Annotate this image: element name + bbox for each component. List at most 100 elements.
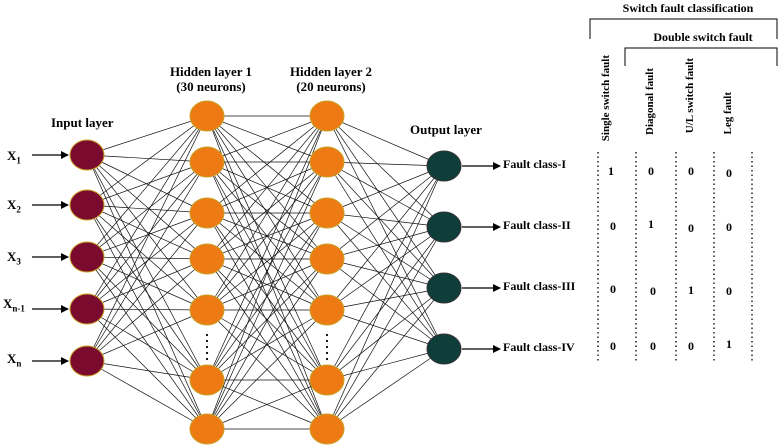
- connection-line: [206, 115, 328, 381]
- table-cell: 1: [688, 283, 694, 297]
- column-header-diagonal-fault: Diagonal fault: [644, 68, 656, 135]
- connection-line: [86, 161, 208, 258]
- output-neuron: [426, 333, 462, 365]
- table-cell: 0: [688, 221, 694, 235]
- table-cell: 1: [726, 337, 732, 351]
- connection-line: [86, 154, 208, 214]
- connection-line: [86, 360, 208, 381]
- connections: [86, 115, 445, 430]
- connection-line: [326, 309, 445, 350]
- hidden-layer-2-title: Hidden layer 2: [289, 64, 373, 79]
- ellipsis-dot: [325, 351, 329, 355]
- connection-line: [86, 258, 208, 362]
- connection-line: [326, 348, 445, 430]
- connection-line: [206, 309, 328, 381]
- connection-line: [86, 204, 208, 430]
- connection-line: [86, 154, 208, 311]
- connection-line: [326, 165, 445, 214]
- column-header-leg-fault: Leg fault: [722, 92, 734, 135]
- connection-line: [326, 115, 445, 228]
- hidden1-neuron: [189, 364, 225, 396]
- ellipsis-dot: [205, 345, 209, 349]
- input-label-xn-1: Xn-1: [3, 296, 25, 314]
- ellipsis-dot: [205, 333, 209, 337]
- connection-line: [206, 115, 328, 260]
- table-cell: 0: [610, 219, 616, 233]
- ellipsis-dot: [325, 339, 329, 343]
- connection-line: [206, 309, 328, 430]
- connection-line: [326, 165, 445, 430]
- table-subtitle-bracket: [624, 47, 778, 66]
- table-cell: 0: [726, 284, 732, 298]
- table-cell: 1: [648, 217, 654, 231]
- connection-line: [206, 161, 328, 381]
- connection-line: [86, 115, 208, 362]
- connection-line: [206, 212, 328, 430]
- hidden2-neuron: [309, 197, 345, 229]
- connection-line: [206, 161, 328, 260]
- connection-line: [326, 212, 445, 228]
- input-neuron: [69, 241, 105, 273]
- input-label-x1: X1: [7, 148, 21, 166]
- table-cell: 0: [610, 282, 616, 296]
- connection-line: [326, 287, 445, 381]
- hidden2-neuron: [309, 100, 345, 132]
- connection-line: [326, 226, 445, 430]
- connection-line: [86, 115, 208, 310]
- connection-line: [326, 161, 445, 289]
- connection-line: [206, 379, 328, 430]
- connection-line: [206, 115, 328, 430]
- connection-line: [86, 161, 208, 206]
- connection-line: [86, 308, 208, 311]
- table-cell: 1: [608, 164, 614, 178]
- input-neuron: [69, 293, 105, 325]
- connection-line: [326, 348, 445, 381]
- table-cell: 0: [688, 339, 694, 353]
- hidden1-neuron: [189, 294, 225, 326]
- connection-line: [86, 309, 208, 362]
- ellipsis-dot: [205, 351, 209, 355]
- ellipsis-dot: [325, 345, 329, 349]
- connection-line: [86, 256, 208, 260]
- ellipsis-dot: [325, 357, 329, 361]
- connection-line: [206, 258, 328, 430]
- column-header-ul-switch-fault: U/L switch fault: [684, 58, 696, 134]
- connection-line: [206, 115, 328, 163]
- hidden2-neuron: [309, 413, 345, 445]
- hidden2-neuron: [309, 146, 345, 178]
- connection-line: [326, 115, 445, 350]
- connection-line: [86, 154, 208, 260]
- connection-line: [326, 115, 445, 167]
- connection-line: [86, 115, 208, 156]
- connection-line: [206, 258, 328, 381]
- table-subtitle: Double switch fault: [653, 30, 753, 44]
- connection-line: [86, 154, 208, 381]
- connection-line: [326, 115, 445, 289]
- connection-line: [86, 212, 208, 362]
- input-layer-label: Input layer: [51, 115, 114, 130]
- hidden-layer-1-title: Hidden layer 1: [169, 64, 253, 79]
- connection-line: [206, 115, 328, 311]
- hidden1-neuron: [189, 100, 225, 132]
- connection-line: [86, 161, 208, 362]
- connection-line: [86, 360, 208, 430]
- connection-line: [86, 115, 208, 206]
- connection-line: [326, 161, 445, 167]
- connection-line: [206, 212, 328, 381]
- connection-line: [86, 204, 208, 381]
- table-title-bracket: [589, 18, 778, 39]
- output-class-4: Fault class-IV: [503, 340, 575, 354]
- output-neuron: [426, 272, 462, 304]
- table-cell: 0: [650, 339, 656, 353]
- connection-line: [86, 154, 208, 163]
- output-class-1: Fault class-I: [503, 157, 566, 171]
- connection-line: [326, 287, 445, 430]
- table-cell: 0: [650, 284, 656, 298]
- hidden1-neuron: [189, 413, 225, 445]
- hidden2-neuron: [309, 243, 345, 275]
- hidden1-neuron: [189, 243, 225, 275]
- output-class-2: Fault class-II: [503, 218, 571, 232]
- connection-line: [326, 165, 445, 381]
